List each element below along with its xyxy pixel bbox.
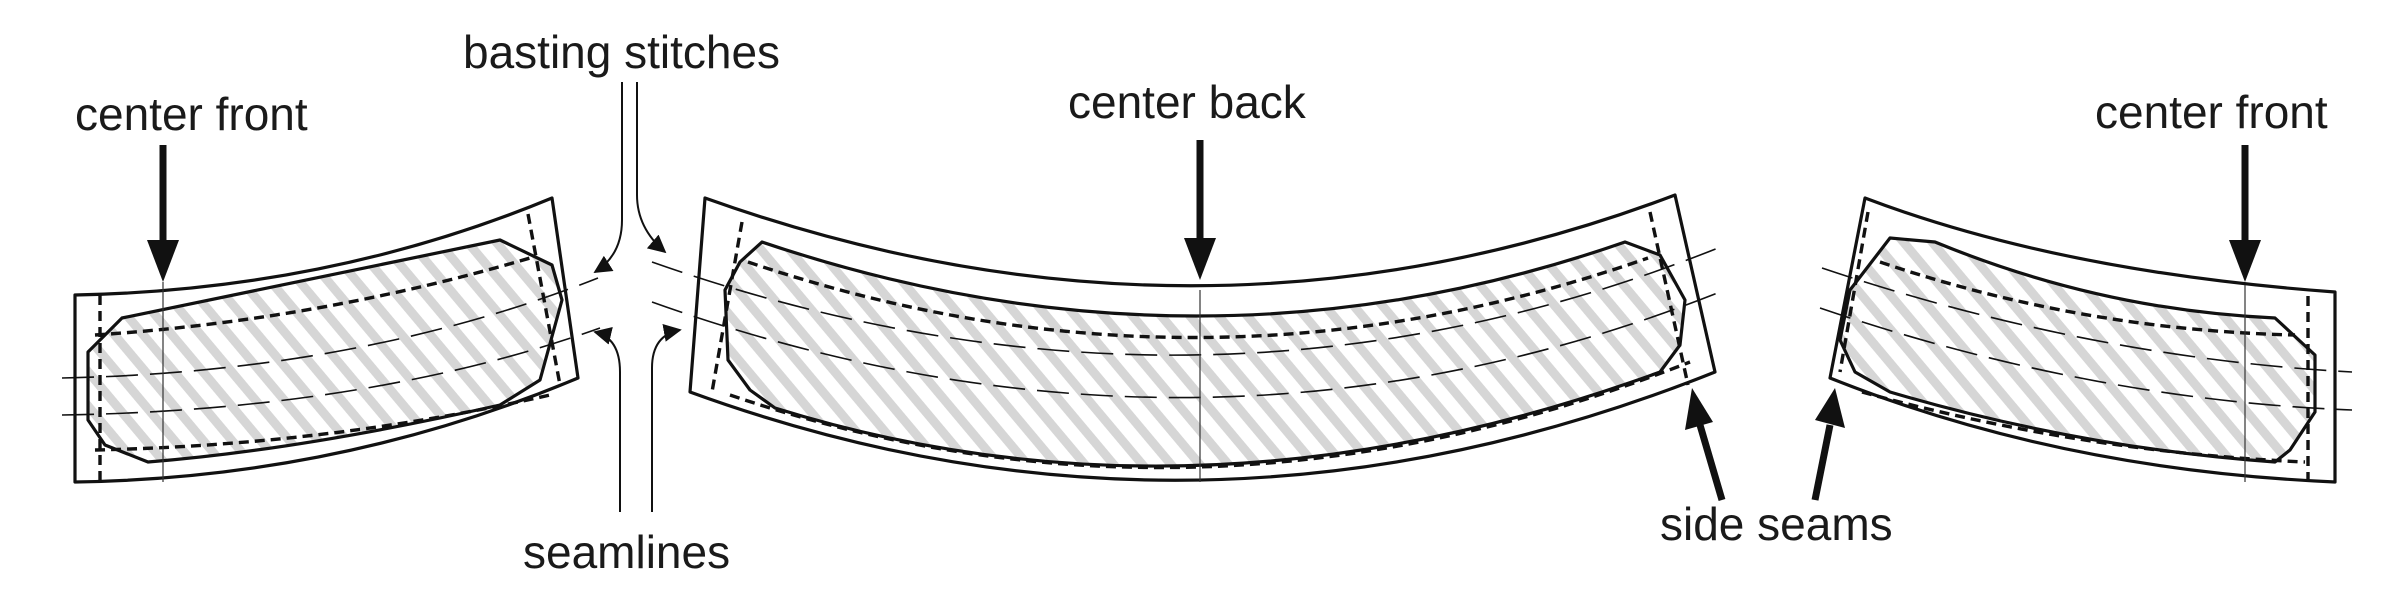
right-piece-basting-line-1: [1821, 267, 2353, 373]
side-seams-label: side seams: [1660, 498, 1893, 550]
left-piece-stitching-bottom: [94, 393, 551, 452]
center-piece-basting-line-1: [651, 247, 1719, 356]
side-seam-arrow-right: [1811, 388, 1845, 501]
side-seam-arrow-left: [1685, 388, 1726, 501]
basting-stitches-leaders: [593, 82, 667, 273]
center-front-right-label: center front: [2095, 86, 2328, 138]
basting-stitches-label: basting stitches: [463, 26, 780, 78]
seamlines-leaders: [593, 323, 682, 512]
right-piece-stitching-top: [1879, 260, 2296, 337]
center-back-piece: [651, 193, 1721, 482]
left-piece-basting-line-1: [61, 277, 599, 379]
left-piece-outer-cut-line: [73, 196, 580, 484]
right-piece-side-seamline: [1838, 211, 1870, 373]
center-piece-left-side-seamline: [710, 221, 744, 393]
left-piece-interfacing: [86, 238, 564, 464]
center-piece-stitching-top: [747, 256, 1649, 340]
center-piece-right-side-seamline: [1648, 211, 1690, 386]
center-front-left-arrow: [147, 145, 179, 282]
center-front-left-label: center front: [75, 88, 308, 140]
seamlines-label: seamlines: [523, 526, 730, 578]
right-piece-basting-line-2: [1819, 307, 2353, 411]
center-back-arrow: [1184, 140, 1216, 280]
right-piece-outer-cut-line: [1828, 196, 2337, 484]
center-piece-stitching-bottom: [729, 360, 1691, 470]
right-front-piece: [1819, 196, 2353, 484]
center-piece-basting-line-2: [651, 291, 1721, 399]
left-piece-side-seamline: [526, 213, 562, 386]
center-back-label: center back: [1068, 76, 1307, 128]
center-piece-outer-cut-line: [688, 193, 1717, 482]
center-front-right-arrow: [2229, 145, 2261, 282]
right-piece-stitching-bottom: [1861, 390, 2306, 464]
center-piece-interfacing: [723, 240, 1687, 468]
left-front-piece: [61, 196, 601, 484]
left-piece-basting-line-2: [61, 327, 601, 416]
